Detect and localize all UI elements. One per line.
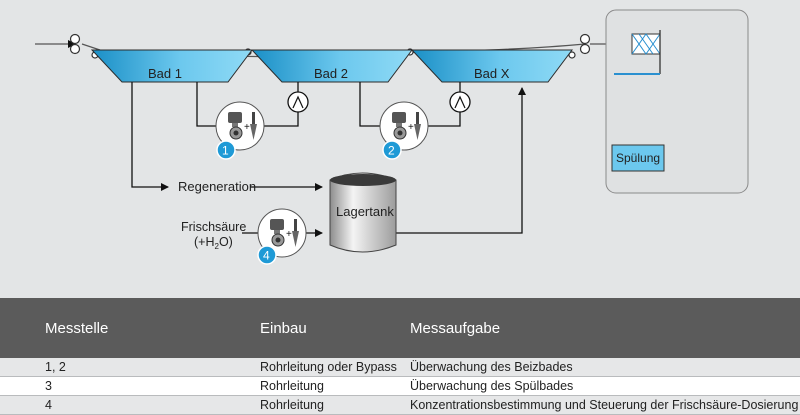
fresh-acid-label: Frischsäure — [181, 220, 246, 234]
tank-label: Lagertank — [336, 204, 394, 219]
bath-x: Bad X — [410, 49, 573, 83]
table-row: 3 Rohrleitung Überwachung des Spülbades — [0, 376, 800, 396]
svg-text:+: + — [408, 122, 414, 133]
rinse-label: Spülung — [616, 151, 660, 165]
header-messaufgabe: Messaufgabe — [410, 298, 800, 358]
bath-2-label: Bad 2 — [314, 66, 348, 81]
bath-1-label: Bad 1 — [148, 66, 182, 81]
cell-messtelle: 4 — [0, 395, 260, 415]
regeneration-label: Regeneration — [178, 179, 256, 194]
bath-2: Bad 2 — [250, 49, 413, 83]
bath-x-label: Bad X — [474, 66, 510, 81]
bath-1: Bad 1 — [90, 49, 253, 83]
table-row: 4 Rohrleitung Konzentrationsbestimmung u… — [0, 395, 800, 415]
sensor-2: + 2 — [379, 101, 429, 160]
svg-text:+: + — [244, 122, 250, 133]
marker-2: 2 — [388, 144, 395, 158]
pump-2-icon — [449, 91, 471, 113]
marker-1: 1 — [222, 144, 229, 158]
cell-einbau: Rohrleitung — [260, 376, 410, 396]
storage-tank: Lagertank — [329, 172, 397, 253]
marker-4: 4 — [263, 249, 270, 263]
cell-messtelle: 1, 2 — [0, 358, 260, 377]
cell-messtelle: 3 — [0, 376, 260, 396]
cell-einbau: Rohrleitung oder Bypass — [260, 358, 410, 377]
cell-messaufgabe: Überwachung des Spülbades — [410, 376, 800, 396]
rinse-section: Spülung — [605, 9, 749, 194]
cell-einbau: Rohrleitung — [260, 395, 410, 415]
cell-messaufgabe: Überwachung des Beizbades — [410, 358, 800, 377]
header-einbau: Einbau — [260, 298, 410, 358]
cell-messaufgabe: Konzentrationsbestimmung und Steuerung d… — [410, 395, 800, 415]
table-row: 1, 2 Rohrleitung oder Bypass Überwachung… — [0, 358, 800, 377]
svg-text:+: + — [286, 229, 292, 240]
sensor-4: + 4 — [257, 208, 307, 265]
header-messtelle: Messtelle — [0, 298, 260, 358]
sensor-1: + 1 — [215, 101, 265, 160]
fresh-acid-formula: (+H2O) — [194, 235, 233, 251]
process-diagram: Bad 1 Bad 2 Bad X — [0, 0, 800, 298]
table-header-row: Messtelle Einbau Messaufgabe — [0, 298, 800, 358]
measurement-points-table: Messtelle Einbau Messaufgabe 1, 2 Rohrle… — [0, 298, 800, 415]
pump-1-icon — [287, 91, 309, 113]
